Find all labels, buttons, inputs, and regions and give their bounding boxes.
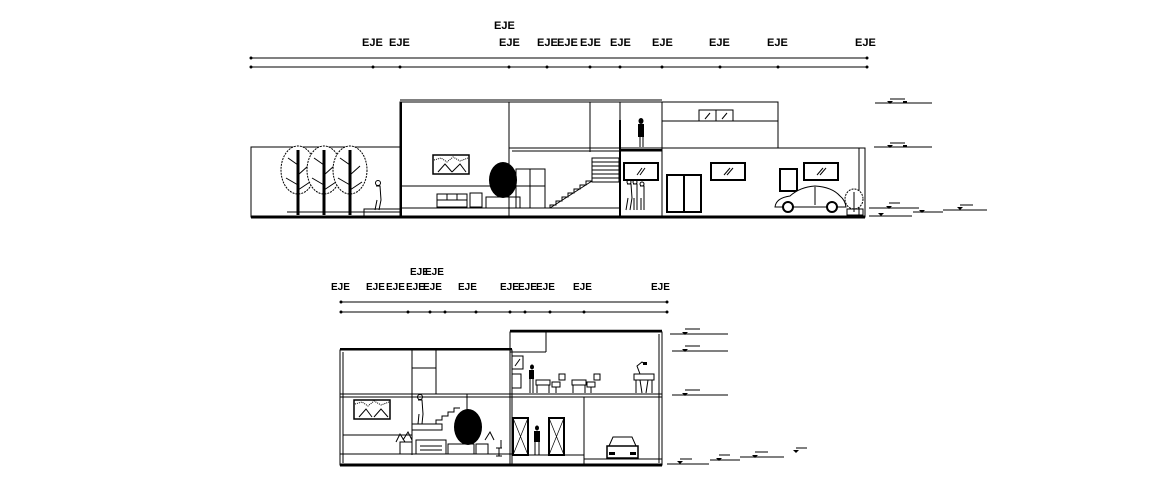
axis-label: EJE	[580, 37, 601, 49]
axis-label: EJE	[406, 282, 425, 293]
bench-icon	[415, 439, 447, 455]
tree-icon	[280, 145, 316, 215]
axis-label: EJE	[423, 282, 442, 293]
axis-label: EJE	[458, 282, 477, 293]
axis-label: EJE	[557, 37, 578, 49]
axis-label: EJE	[855, 37, 876, 49]
window	[623, 162, 659, 181]
axis-label: EJE	[425, 267, 444, 278]
axis-label: EJE	[652, 37, 673, 49]
axis-label: EJE	[494, 20, 515, 32]
painting-icon	[432, 154, 470, 175]
bottom-dimension-lines	[339, 300, 669, 314]
window	[511, 355, 524, 370]
axis-label: EJE	[610, 37, 631, 49]
drafting-table-icon	[633, 361, 655, 394]
car-icon	[774, 185, 847, 213]
staircase	[549, 157, 620, 209]
sofa-icon	[436, 193, 468, 208]
desk-icon	[535, 373, 566, 393]
shrub-icon	[844, 188, 864, 216]
window	[710, 162, 746, 181]
building-block-right	[509, 331, 663, 466]
people-group-icon	[625, 179, 645, 211]
axis-label: EJE	[389, 37, 410, 49]
plant-icon	[485, 162, 521, 209]
axis-label: EJE	[537, 37, 558, 49]
axis-label: EJE	[366, 282, 385, 293]
person-figure-icon	[374, 180, 382, 211]
axis-label: EJE	[518, 282, 537, 293]
axis-label: EJE	[709, 37, 730, 49]
level-markers	[667, 328, 807, 465]
top-section: EJE EJE EJE EJE EJE EJE EJE EJE EJE EJE …	[249, 20, 987, 219]
axis-label: EJE	[573, 282, 592, 293]
top-axis-labels: EJE EJE EJE EJE EJE EJE EJE EJE EJE EJE …	[362, 20, 876, 49]
door	[779, 168, 798, 192]
axis-label: EJE	[767, 37, 788, 49]
desk-icon	[571, 373, 601, 393]
car-front-icon	[584, 436, 662, 460]
chair-icon	[496, 440, 502, 457]
person-figure-icon	[529, 364, 534, 393]
top-dimension-lines	[249, 56, 869, 69]
upper-block-right	[661, 101, 779, 149]
axis-label: EJE	[410, 267, 429, 278]
staircase	[411, 407, 460, 431]
tree-icon	[332, 145, 368, 215]
axis-label: EJE	[651, 282, 670, 293]
person-figure-icon	[534, 425, 540, 455]
axis-label: EJE	[362, 37, 383, 49]
window	[803, 162, 839, 181]
bottom-section: EJE EJE EJE EJE EJE EJE EJE EJE EJE EJE …	[331, 267, 807, 467]
axis-label: EJE	[386, 282, 405, 293]
plant-icon	[395, 409, 495, 455]
person-figure-icon	[638, 118, 644, 147]
bottom-axis-labels: EJE EJE EJE EJE EJE EJE EJE EJE EJE EJE …	[331, 267, 670, 293]
level-markers	[869, 98, 987, 217]
person-figure-icon	[417, 394, 424, 425]
axis-label: EJE	[331, 282, 350, 293]
axis-label: EJE	[499, 37, 520, 49]
axis-label: EJE	[536, 282, 555, 293]
axis-label: EJE	[500, 282, 519, 293]
